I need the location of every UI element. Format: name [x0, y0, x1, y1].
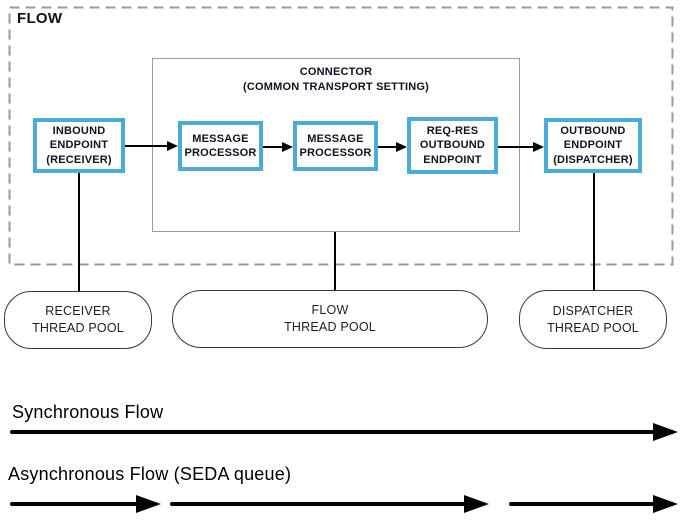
- node-inbound-endpoint: INBOUND ENDPOINT (RECEIVER): [33, 118, 125, 173]
- pool-dispatcher-thread-pool: DISPATCHER THREAD POOL: [519, 290, 667, 349]
- link-inbound-to-receiver-pool: [78, 173, 80, 291]
- flow-frame-title: FLOW: [17, 10, 63, 27]
- node-outbound-endpoint: OUTBOUND ENDPOINT (DISPATCHER): [544, 118, 642, 173]
- arrowhead-icon: [396, 142, 410, 152]
- connector-title: CONNECTOR (COMMON TRANSPORT SETTING): [242, 66, 430, 93]
- node-message-processor-2: MESSAGE PROCESSOR: [293, 121, 378, 171]
- arrowhead-icon: [136, 495, 164, 513]
- arrowhead-icon: [282, 142, 296, 152]
- arrowhead-icon: [653, 423, 681, 441]
- node-reqres-outbound-endpoint: REQ-RES OUTBOUND ENDPOINT: [407, 117, 498, 174]
- legend-asynchronous-label: Asynchronous Flow (SEDA queue): [8, 464, 292, 484]
- pool-flow-thread-pool: FLOW THREAD POOL: [172, 290, 488, 348]
- arrowhead-icon: [167, 141, 181, 151]
- arrowhead-icon: [533, 142, 547, 152]
- flow-dashed-frame: [8, 6, 674, 266]
- link-outbound-to-dispatcher-pool: [593, 173, 595, 290]
- pool-receiver-thread-pool: RECEIVER THREAD POOL: [4, 291, 152, 349]
- link-connector-to-flow-pool: [334, 232, 336, 290]
- node-message-processor-1: MESSAGE PROCESSOR: [178, 121, 263, 171]
- legend-synchronous-label: Synchronous Flow: [12, 402, 164, 422]
- arrowhead-icon: [653, 495, 681, 513]
- arrowhead-icon: [464, 495, 492, 513]
